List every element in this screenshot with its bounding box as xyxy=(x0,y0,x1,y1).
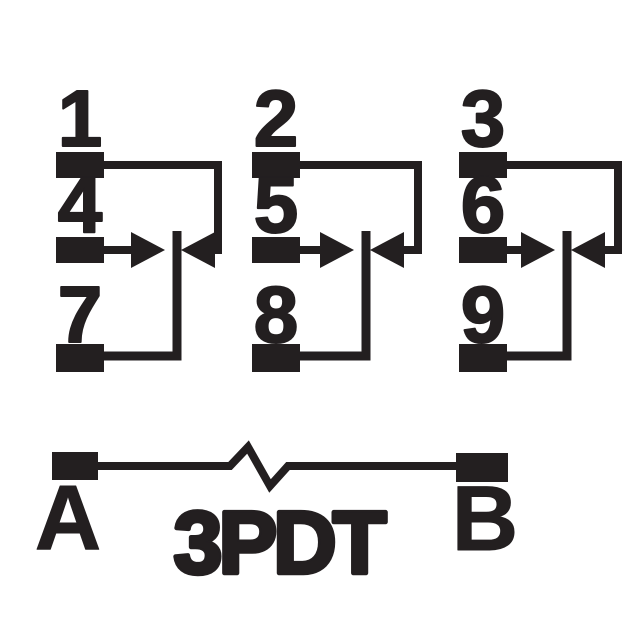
pole-2-throw-bar xyxy=(296,231,371,361)
terminal-pad-1 xyxy=(56,152,104,178)
pole-3: 3 6 9 xyxy=(459,73,622,372)
terminal-pad-3 xyxy=(459,152,507,178)
pole-1-top-wire xyxy=(100,161,222,254)
coil-wire-zigzag xyxy=(96,440,458,493)
pole-2-top-wire xyxy=(296,161,422,254)
terminal-pad-9 xyxy=(459,344,507,372)
terminal-pad-2 xyxy=(252,152,300,178)
pole-1: 1 4 7 xyxy=(56,73,222,372)
terminal-pad-5 xyxy=(252,237,300,263)
pole-1-right-pointing-arrowhead xyxy=(131,232,165,268)
terminal-pad-8 xyxy=(252,344,300,372)
terminal-pad-4 xyxy=(56,237,104,263)
pole-1-throw-bar xyxy=(100,231,182,361)
terminal-label-5: 5 xyxy=(254,160,299,249)
terminal-pad-b xyxy=(456,453,508,482)
pole-2-right-pointing-arrowhead xyxy=(320,232,354,268)
pole-1-left-pointing-arrowhead xyxy=(181,232,215,268)
pole-3-top-wire xyxy=(503,161,622,254)
coil-terminal-label-a: A xyxy=(35,467,101,569)
coil-terminal-label-b: B xyxy=(452,468,518,570)
coil-section: A B xyxy=(34,440,519,571)
pole-3-left-pointing-arrowhead xyxy=(571,232,605,268)
pole-2: 2 5 8 xyxy=(252,73,422,372)
terminal-label-1: 1 xyxy=(58,74,103,163)
terminal-label-3: 3 xyxy=(461,74,506,163)
schematic-title: 3PDT xyxy=(174,493,386,592)
terminal-label-4: 4 xyxy=(58,160,103,249)
pole-3-throw-bar xyxy=(503,231,572,361)
terminal-label-6: 6 xyxy=(461,160,506,249)
terminal-pad-a xyxy=(52,452,98,480)
pole-2-left-pointing-arrowhead xyxy=(370,232,404,268)
terminal-pad-7 xyxy=(56,344,104,372)
pole-3-right-pointing-arrowhead xyxy=(521,232,555,268)
terminal-label-2: 2 xyxy=(254,74,299,163)
terminal-pad-6 xyxy=(459,237,507,263)
